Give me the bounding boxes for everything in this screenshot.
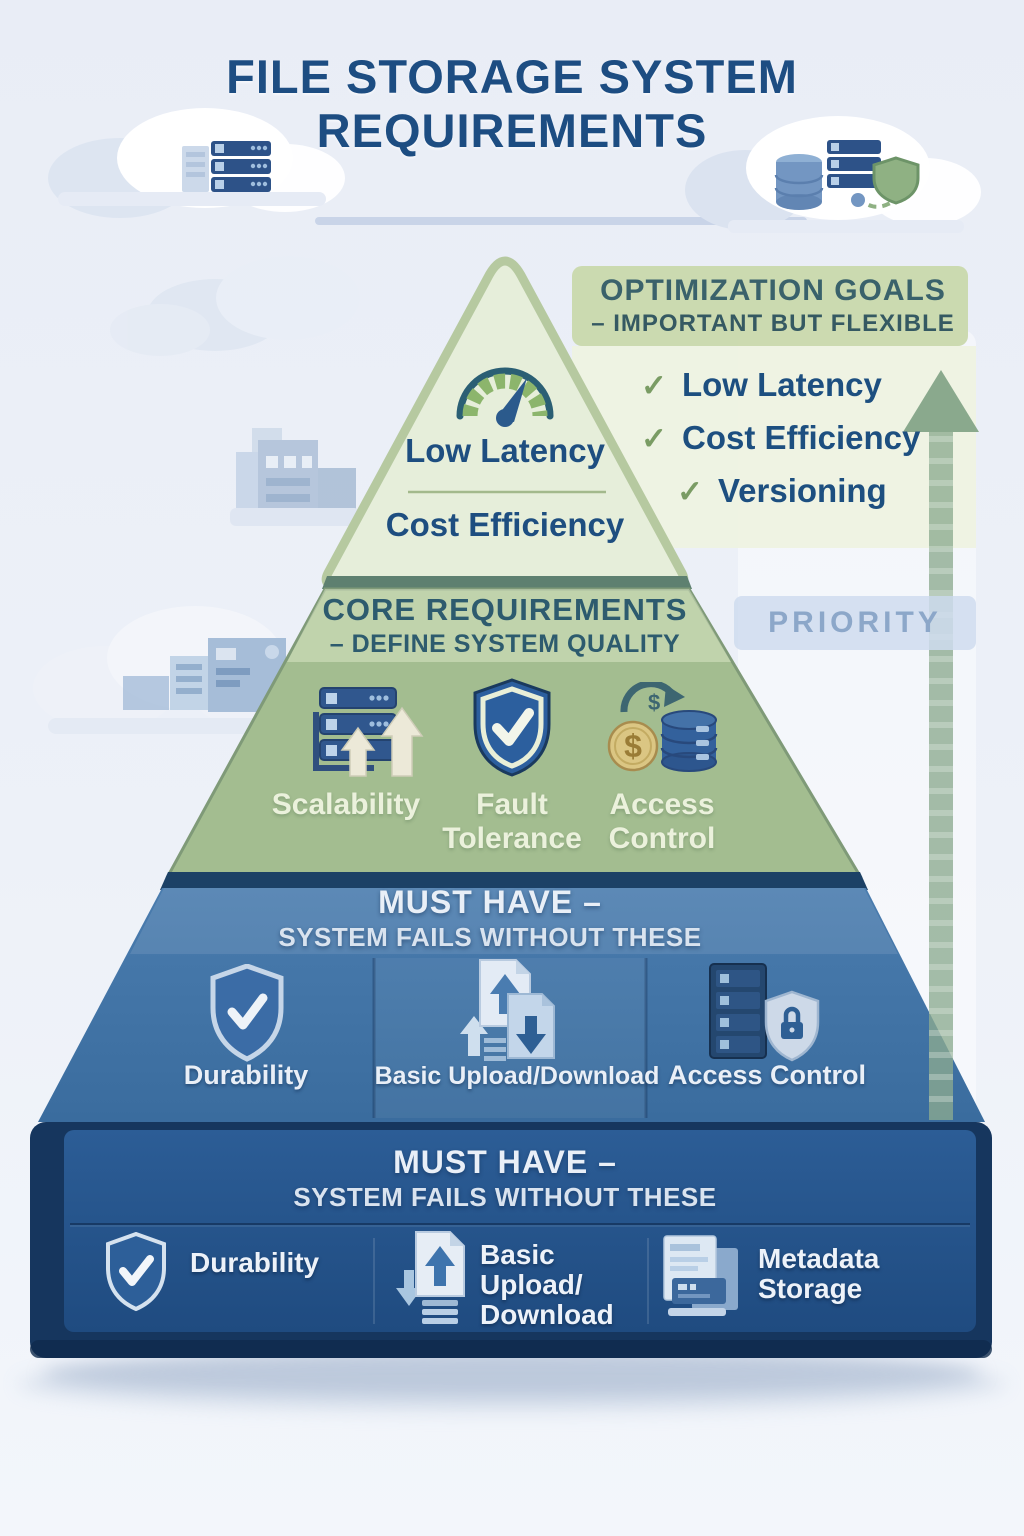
tier3-top-rim [160, 872, 868, 890]
tier3-heading-band [130, 888, 898, 954]
must-item-access-control-label: Access Control [667, 1060, 867, 1090]
tier4-bottom-rim [30, 1340, 992, 1358]
must-item-durability-label: Durability [183, 1060, 309, 1090]
tier-boundary-bar [322, 576, 692, 589]
optimization-goals-heading: OPTIMIZATION GOALS [600, 274, 946, 307]
must-have-subheading: SYSTEM FAILS WITHOUT THESE [278, 922, 702, 952]
tier2-heading-band [287, 589, 731, 662]
server-growth-icon [313, 687, 424, 777]
pyramid-tier-base [64, 1130, 976, 1332]
optimization-panel-header-band [572, 266, 968, 346]
priority-label: PRIORITY [768, 606, 942, 639]
page-title-line1: FILE STORAGE SYSTEM [226, 50, 798, 103]
goal-item-low-latency: ✓ Low Latency [641, 366, 882, 404]
svg-text:$: $ [624, 728, 642, 764]
checkmark-icon: ✓ [677, 473, 703, 509]
core-item-fault-tolerance-label: Fault Tolerance [442, 788, 582, 855]
base-must-have-subheading: SYSTEM FAILS WITHOUT THESE [293, 1182, 717, 1212]
core-requirements-heading: CORE REQUIREMENTS [322, 592, 688, 627]
svg-text:$: $ [648, 690, 660, 715]
base-item-metadata-storage-label: Metadata Storage [758, 1243, 880, 1304]
metadata-cards-icon [663, 1235, 738, 1316]
shield-check-icon [473, 678, 551, 777]
goal-item-versioning: ✓ Versioning [677, 472, 887, 510]
document-arrows-icon [460, 959, 555, 1061]
shield-check-icon [106, 1232, 166, 1312]
goal-label: Low Latency [681, 366, 882, 403]
base-item-durability-label: Durability [190, 1247, 320, 1278]
coin-database-icon: $ $ [607, 682, 718, 772]
cloud-servers-lower-left [33, 606, 334, 734]
checkmark-icon: ✓ [641, 367, 667, 403]
base-shadow-outer [17, 1354, 1007, 1414]
goal-label: Cost Efficiency [681, 419, 921, 456]
must-item-upload-download-label: Basic Upload/Download [374, 1062, 660, 1090]
page-title-line2: REQUIREMENTS [316, 104, 708, 157]
document-arrows-icon [396, 1231, 465, 1324]
core-item-access-control-label: Access Control [608, 788, 716, 855]
cloud-decoration-mid-left [110, 256, 360, 356]
buildings-silhouette [230, 428, 360, 526]
cloud-server-stack-icon [48, 108, 345, 218]
optimization-goals-subheading: – IMPORTANT BUT FLEXIBLE [591, 310, 955, 337]
base-must-have-heading: MUST HAVE – [393, 1144, 617, 1180]
cloud-database-shield-icon [685, 116, 981, 233]
base-item-upload-download-label: Basic Upload/ Download [480, 1239, 614, 1330]
priority-up-arrow-icon [903, 370, 979, 1120]
core-item-scalability-label: Scalability [271, 788, 421, 821]
goal-item-cost-efficiency: ✓ Cost Efficiency [641, 419, 920, 457]
goal-label: Versioning [717, 472, 887, 509]
title-underline [315, 217, 807, 225]
shield-check-icon [210, 964, 284, 1062]
checkmark-icon: ✓ [641, 420, 667, 456]
gauge-icon [456, 367, 554, 427]
core-requirements-subheading: – DEFINE SYSTEM QUALITY [329, 630, 681, 658]
server-lock-icon [709, 963, 820, 1062]
priority-band: PRIORITY [734, 596, 976, 650]
must-have-heading: MUST HAVE – [378, 884, 602, 920]
tier1-cost-efficiency-label: Cost Efficiency [385, 506, 625, 543]
tier1-low-latency-label: Low Latency [405, 432, 605, 469]
